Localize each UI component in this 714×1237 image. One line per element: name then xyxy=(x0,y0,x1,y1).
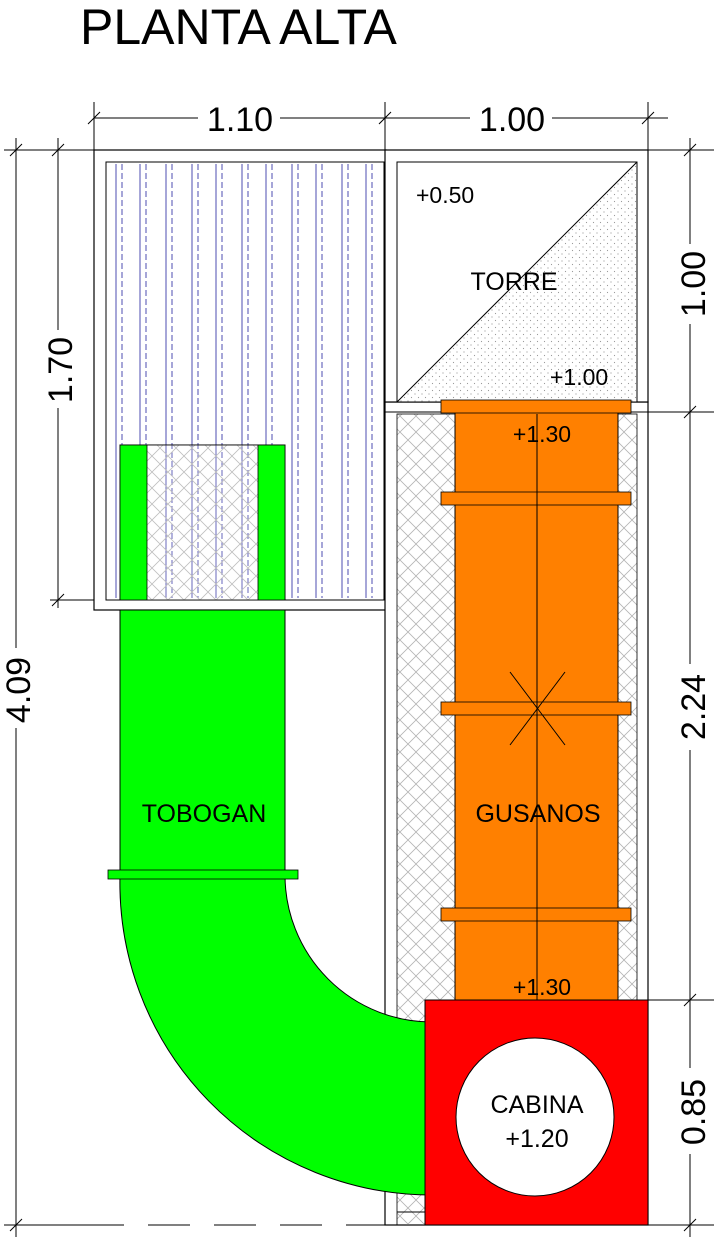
dim-right-middle: 2.24 xyxy=(675,674,713,740)
slide-label: TOBOGAN xyxy=(142,800,267,828)
dim-right-upper: 1.00 xyxy=(675,251,713,317)
dim-top-left: 1.10 xyxy=(207,101,273,139)
dim-top-right: 1.00 xyxy=(479,101,545,139)
cabin-level: +1.20 xyxy=(505,1125,568,1153)
slide-entry-left-rail xyxy=(119,444,148,601)
tower-level-bottom: +1.00 xyxy=(550,364,608,390)
cabin xyxy=(424,999,649,1226)
tower-level-top: +0.50 xyxy=(416,182,474,208)
slide xyxy=(107,609,433,1196)
worm-tunnel xyxy=(440,399,632,1003)
dim-right-lower: 0.85 xyxy=(675,1079,713,1145)
dim-left-upper: 1.70 xyxy=(42,337,80,403)
page-title: PLANTA ALTA xyxy=(80,0,397,55)
worms-level-top: +1.30 xyxy=(513,421,571,447)
slide-entry-right-rail xyxy=(257,444,286,601)
worms-level-bottom: +1.30 xyxy=(513,974,571,1000)
worms-label: GUSANOS xyxy=(475,800,600,828)
dim-left-total: 4.09 xyxy=(0,657,38,723)
cabin-label: CABINA xyxy=(490,1091,583,1119)
tower-label: TORRE xyxy=(470,268,557,296)
tower xyxy=(384,149,649,403)
net-area xyxy=(93,149,387,611)
